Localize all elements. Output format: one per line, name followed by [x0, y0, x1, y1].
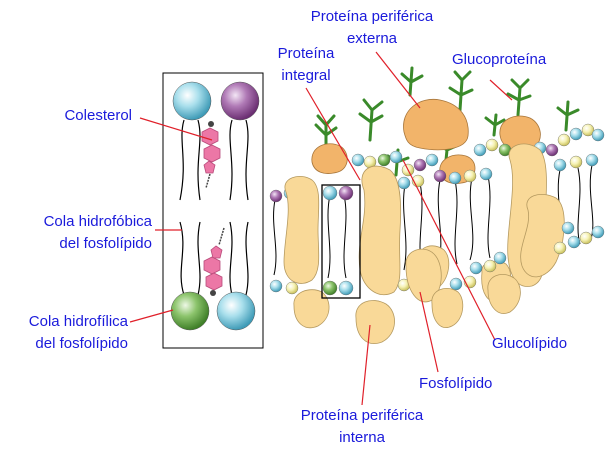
leader-periferica-externa: [375, 51, 421, 109]
integral-protein-large: [358, 165, 402, 296]
label-proteina-periferica-externa-line2: externa: [346, 30, 398, 47]
label-fosfolipido: Fosfolípido: [419, 375, 493, 392]
leader-glucolipido: [402, 159, 496, 341]
leader-periferica-interna: [361, 324, 371, 406]
label-glucoproteina: Glucoproteína: [452, 51, 547, 68]
cholesterol-molecule-bottom: [203, 227, 225, 296]
inset-head-purple-top: [220, 81, 260, 121]
leader-integral: [305, 87, 361, 181]
leader-cola-hidrofilica: [129, 309, 174, 323]
peripheral-proteins-external: [311, 98, 541, 184]
label-proteina-periferica-externa-line1: Proteína periférica: [310, 8, 434, 25]
inset-head-blue-bottom: [216, 291, 256, 331]
label-proteina-integral-line1: Proteína: [277, 45, 335, 62]
leader-fosfolipido: [419, 291, 439, 373]
inset-head-green-bottom: [170, 291, 210, 331]
peripheral-proteins-internal: [293, 248, 521, 344]
leader-glucoproteina: [489, 79, 513, 101]
label-proteina-periferica-interna-line1: Proteína periférica: [300, 407, 424, 424]
leader-colesterol: [139, 117, 213, 141]
label-proteina-integral-line2: integral: [281, 67, 331, 84]
label-proteina-periferica-interna-line2: interna: [339, 429, 385, 446]
phospholipid-highlight-box: [321, 184, 361, 299]
membrane: [269, 66, 605, 344]
upper-head-row: [269, 123, 605, 203]
inset-head-blue-top: [172, 81, 212, 121]
label-cola-hidrofobica-line1: Cola hidrofóbica: [43, 213, 152, 230]
label-cola-hidrofobica-line2: del fosfolípido: [59, 235, 152, 252]
inset-box: [162, 72, 264, 349]
cholesterol-molecule-top: [201, 121, 221, 189]
label-cola-hidrofilica-line2: del fosfolípido: [35, 335, 128, 352]
label-cola-hidrofilica-line1: Cola hidrofílica: [28, 313, 128, 330]
label-colesterol: Colesterol: [64, 107, 132, 124]
leader-lines: [129, 51, 513, 406]
label-glucolipido: Glucolípido: [492, 335, 568, 352]
